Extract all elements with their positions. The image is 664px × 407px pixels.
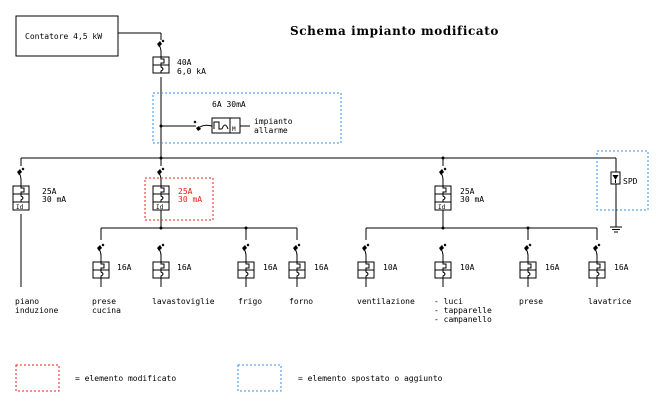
branch-switch-icon: [242, 243, 250, 257]
branch-rating: 16A: [545, 263, 560, 272]
load-label: frigo: [238, 297, 262, 306]
mcb-icon: [519, 261, 537, 279]
svg-text:Id: Id: [156, 204, 164, 211]
load-label: lavastoviglie: [152, 297, 215, 306]
branch-rating: 16A: [177, 263, 192, 272]
meter: Contatore 4,5 kW: [15, 15, 119, 57]
mcb-icon: [357, 261, 375, 279]
branch-switch-icon: [157, 243, 165, 257]
branch-rating: 10A: [460, 263, 475, 272]
branch-switch-icon: [593, 243, 601, 257]
moved-added-highlight-spd: [596, 150, 649, 211]
rcd-group: Id: [152, 158, 170, 228]
main-breaker-capacity: 6,0 kA: [177, 67, 206, 76]
mcb-icon: [237, 261, 255, 279]
main-breaker: [152, 39, 170, 74]
mcb-icon: [92, 261, 110, 279]
rcd2-sensitivity: 30 mA: [178, 195, 202, 204]
legend-modified-swatch: [15, 364, 60, 392]
modified-highlight-rcd: [144, 177, 214, 221]
legend-moved-swatch: [237, 364, 282, 392]
rcd3-rating: 25A: [460, 187, 475, 196]
branch-breaker: [357, 243, 375, 287]
rcd-group: Id: [434, 158, 452, 228]
branch-switch-icon: [524, 243, 532, 257]
rcbo-icon: Id: [12, 185, 30, 211]
branch-breaker: [519, 243, 537, 287]
branch-switch-icon: [439, 243, 447, 257]
branch-breaker: [237, 243, 255, 287]
meter-label: Contatore 4,5 kW: [25, 32, 102, 41]
branch-rating: 16A: [614, 263, 629, 272]
branch-breaker: [288, 243, 306, 287]
branch-switch-icon: [362, 243, 370, 257]
rcd-group: Id: [12, 158, 30, 211]
branch-breaker: [588, 243, 606, 287]
alarm-switch: [193, 120, 213, 131]
load-label: cucina: [92, 306, 121, 315]
branch-rating: 16A: [263, 263, 278, 272]
branch-breaker: [92, 243, 110, 287]
load-label: - campanello: [434, 315, 492, 324]
mcb-icon: [588, 261, 606, 279]
branch-breaker: [152, 243, 170, 287]
load-label: prese: [92, 297, 116, 306]
alarm-rating: 6A 30mA: [212, 100, 246, 109]
legend-moved-label: = elemento spostato o aggiunto: [298, 374, 443, 383]
rcd-switch-icon: [157, 167, 165, 181]
rcd2-rating: 25A: [178, 187, 193, 196]
load-label: ventilazione: [357, 297, 415, 306]
main-breaker-icon: [152, 56, 170, 74]
rcd3-sensitivity: 30 mA: [460, 195, 484, 204]
load-label: - tapparelle: [434, 306, 492, 315]
alarm-label-line1: impianto: [254, 117, 293, 126]
svg-text:Id: Id: [16, 204, 24, 211]
branch-rating: 16A: [314, 263, 329, 272]
branch-rating: 10A: [383, 263, 398, 272]
rcd1-sensitivity: 30 mA: [42, 195, 66, 204]
legend-modified-label: = elemento modificato: [75, 374, 176, 383]
spd-label: SPD: [623, 177, 638, 186]
alarm-label-line2: allarme: [254, 126, 288, 135]
load-label: prese: [519, 297, 543, 306]
load-label: forno: [289, 297, 313, 306]
main-switch-icon: [157, 39, 165, 53]
mcb-icon: [288, 261, 306, 279]
rcbo-icon: Id: [152, 185, 170, 211]
branch-switch-icon: [97, 243, 105, 257]
moved-added-highlight-alarm: [152, 92, 342, 144]
load-label-induzione: induzione: [15, 306, 59, 315]
main-breaker-rating: 40A: [177, 58, 192, 67]
branch-rating: 16A: [117, 263, 132, 272]
svg-text:Id: Id: [438, 204, 446, 211]
spd-device: [610, 171, 621, 185]
diagram-title: Schema impianto modificato: [290, 24, 499, 38]
branch-breaker: [434, 243, 452, 287]
branch-switch-icon: [293, 243, 301, 257]
ground-icon: [610, 226, 622, 233]
load-label-piano: piano: [15, 297, 39, 306]
mcb-icon: [434, 261, 452, 279]
rcd-switch-icon: [439, 167, 447, 181]
mcb-icon: [152, 261, 170, 279]
rcd-switch-icon: [17, 167, 25, 181]
rcd1-rating: 25A: [42, 187, 57, 196]
alarm-rcbo: M: [211, 117, 241, 134]
rcbo-icon: Id: [434, 185, 452, 211]
load-label: - luci: [434, 297, 463, 306]
load-label: lavatrice: [588, 297, 632, 306]
svg-text:M: M: [232, 126, 236, 133]
